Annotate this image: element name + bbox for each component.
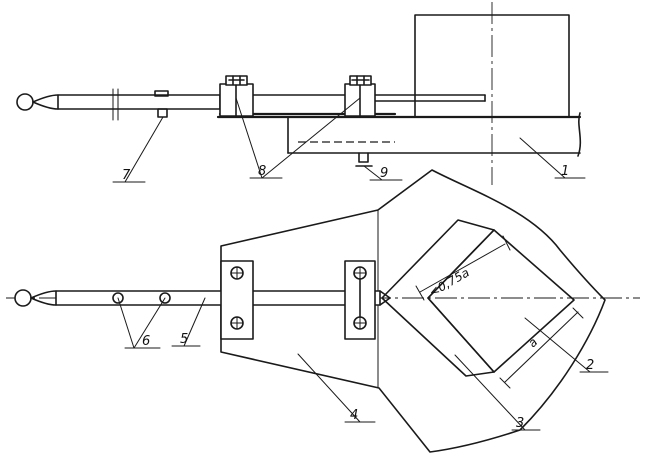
label-8: 8 <box>258 164 266 179</box>
dimension-diagonal: <0,75a <box>427 265 472 299</box>
stop-7 <box>154 90 169 97</box>
label-6: 6 <box>142 334 150 349</box>
hole-6a <box>112 292 124 304</box>
label-5: 5 <box>180 332 188 347</box>
label-3: 3 <box>516 416 524 431</box>
clamp-left-plan <box>220 260 254 340</box>
rod-bottom <box>55 290 381 306</box>
clamp-right-plan <box>344 260 376 340</box>
label-9: 9 <box>380 166 388 181</box>
clamp-right-top <box>344 75 376 117</box>
label-1: 1 <box>561 164 569 179</box>
rod-handle-top <box>16 93 34 111</box>
screw-9 <box>355 152 373 167</box>
leader-lines <box>112 97 609 431</box>
housing-4 <box>220 169 606 453</box>
sample-2 <box>427 229 575 373</box>
label-4: 4 <box>350 408 358 423</box>
label-7: 7 <box>122 168 131 183</box>
label-2: 2 <box>586 358 594 373</box>
top-view <box>16 14 582 167</box>
bottom-view: <0,75a a <box>14 169 606 453</box>
rod-handle-bottom <box>14 289 32 307</box>
clamp-left-top <box>219 75 254 117</box>
rod-top <box>57 94 221 110</box>
hole-6b <box>159 292 171 304</box>
